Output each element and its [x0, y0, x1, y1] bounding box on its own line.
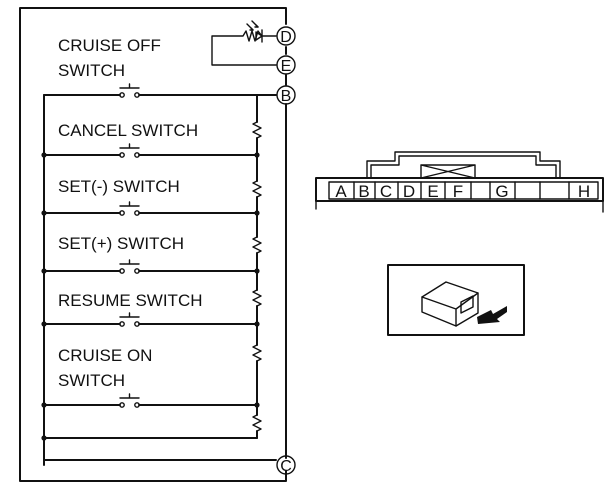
resistor-5	[252, 344, 262, 362]
pin-e-label: E	[427, 182, 438, 201]
terminal-d-label: D	[280, 29, 292, 46]
cruise-on-switch-row	[43, 393, 258, 408]
terminal-e: E	[276, 55, 296, 75]
terminal-c: C	[276, 455, 296, 475]
cruise-on-switch-label-line2: SWITCH	[58, 371, 125, 390]
bottom-bus-wire	[43, 437, 277, 466]
pin-a-label: A	[335, 182, 347, 201]
pin-b-label: B	[358, 182, 369, 201]
resistor-3	[252, 236, 262, 254]
pin-d-label: D	[403, 182, 415, 201]
pin-g-label: G	[495, 182, 508, 201]
connector-locator-icon	[387, 264, 525, 336]
set-minus-switch-label: SET(-) SWITCH	[58, 177, 180, 196]
set-minus-switch-row	[43, 201, 258, 216]
terminal-b: B	[276, 85, 296, 105]
resume-switch-label: RESUME SWITCH	[58, 291, 203, 310]
cruise-off-switch-contact	[119, 83, 140, 98]
resistor-4	[252, 289, 262, 307]
terminal-d: D	[276, 26, 296, 46]
cancel-switch-label: CANCEL SWITCH	[58, 121, 198, 140]
resistor-1	[252, 121, 262, 139]
set-plus-switch-row	[43, 259, 258, 274]
cruise-off-switch-label-line1: CRUISE OFF	[58, 36, 161, 55]
terminal-b-label: B	[281, 88, 292, 105]
pin-f-label: F	[453, 182, 463, 201]
resistor-6	[252, 414, 262, 432]
connector-face	[315, 151, 604, 213]
cancel-switch-row	[43, 143, 258, 158]
set-plus-switch-label: SET(+) SWITCH	[58, 234, 184, 253]
illumination-led-icon	[211, 20, 277, 66]
junction-dots	[41, 152, 260, 441]
pin-h-label: H	[578, 182, 590, 201]
cruise-off-switch-label-line2: SWITCH	[58, 61, 125, 80]
cruise-on-switch-label-line1: CRUISE ON	[58, 346, 152, 365]
switch-housing-outline	[19, 7, 287, 482]
resistor-2	[252, 180, 262, 198]
resume-switch-row	[43, 312, 258, 327]
pin-c-label: C	[380, 182, 392, 201]
terminal-c-label: C	[280, 458, 292, 475]
terminal-e-label: E	[281, 58, 292, 75]
